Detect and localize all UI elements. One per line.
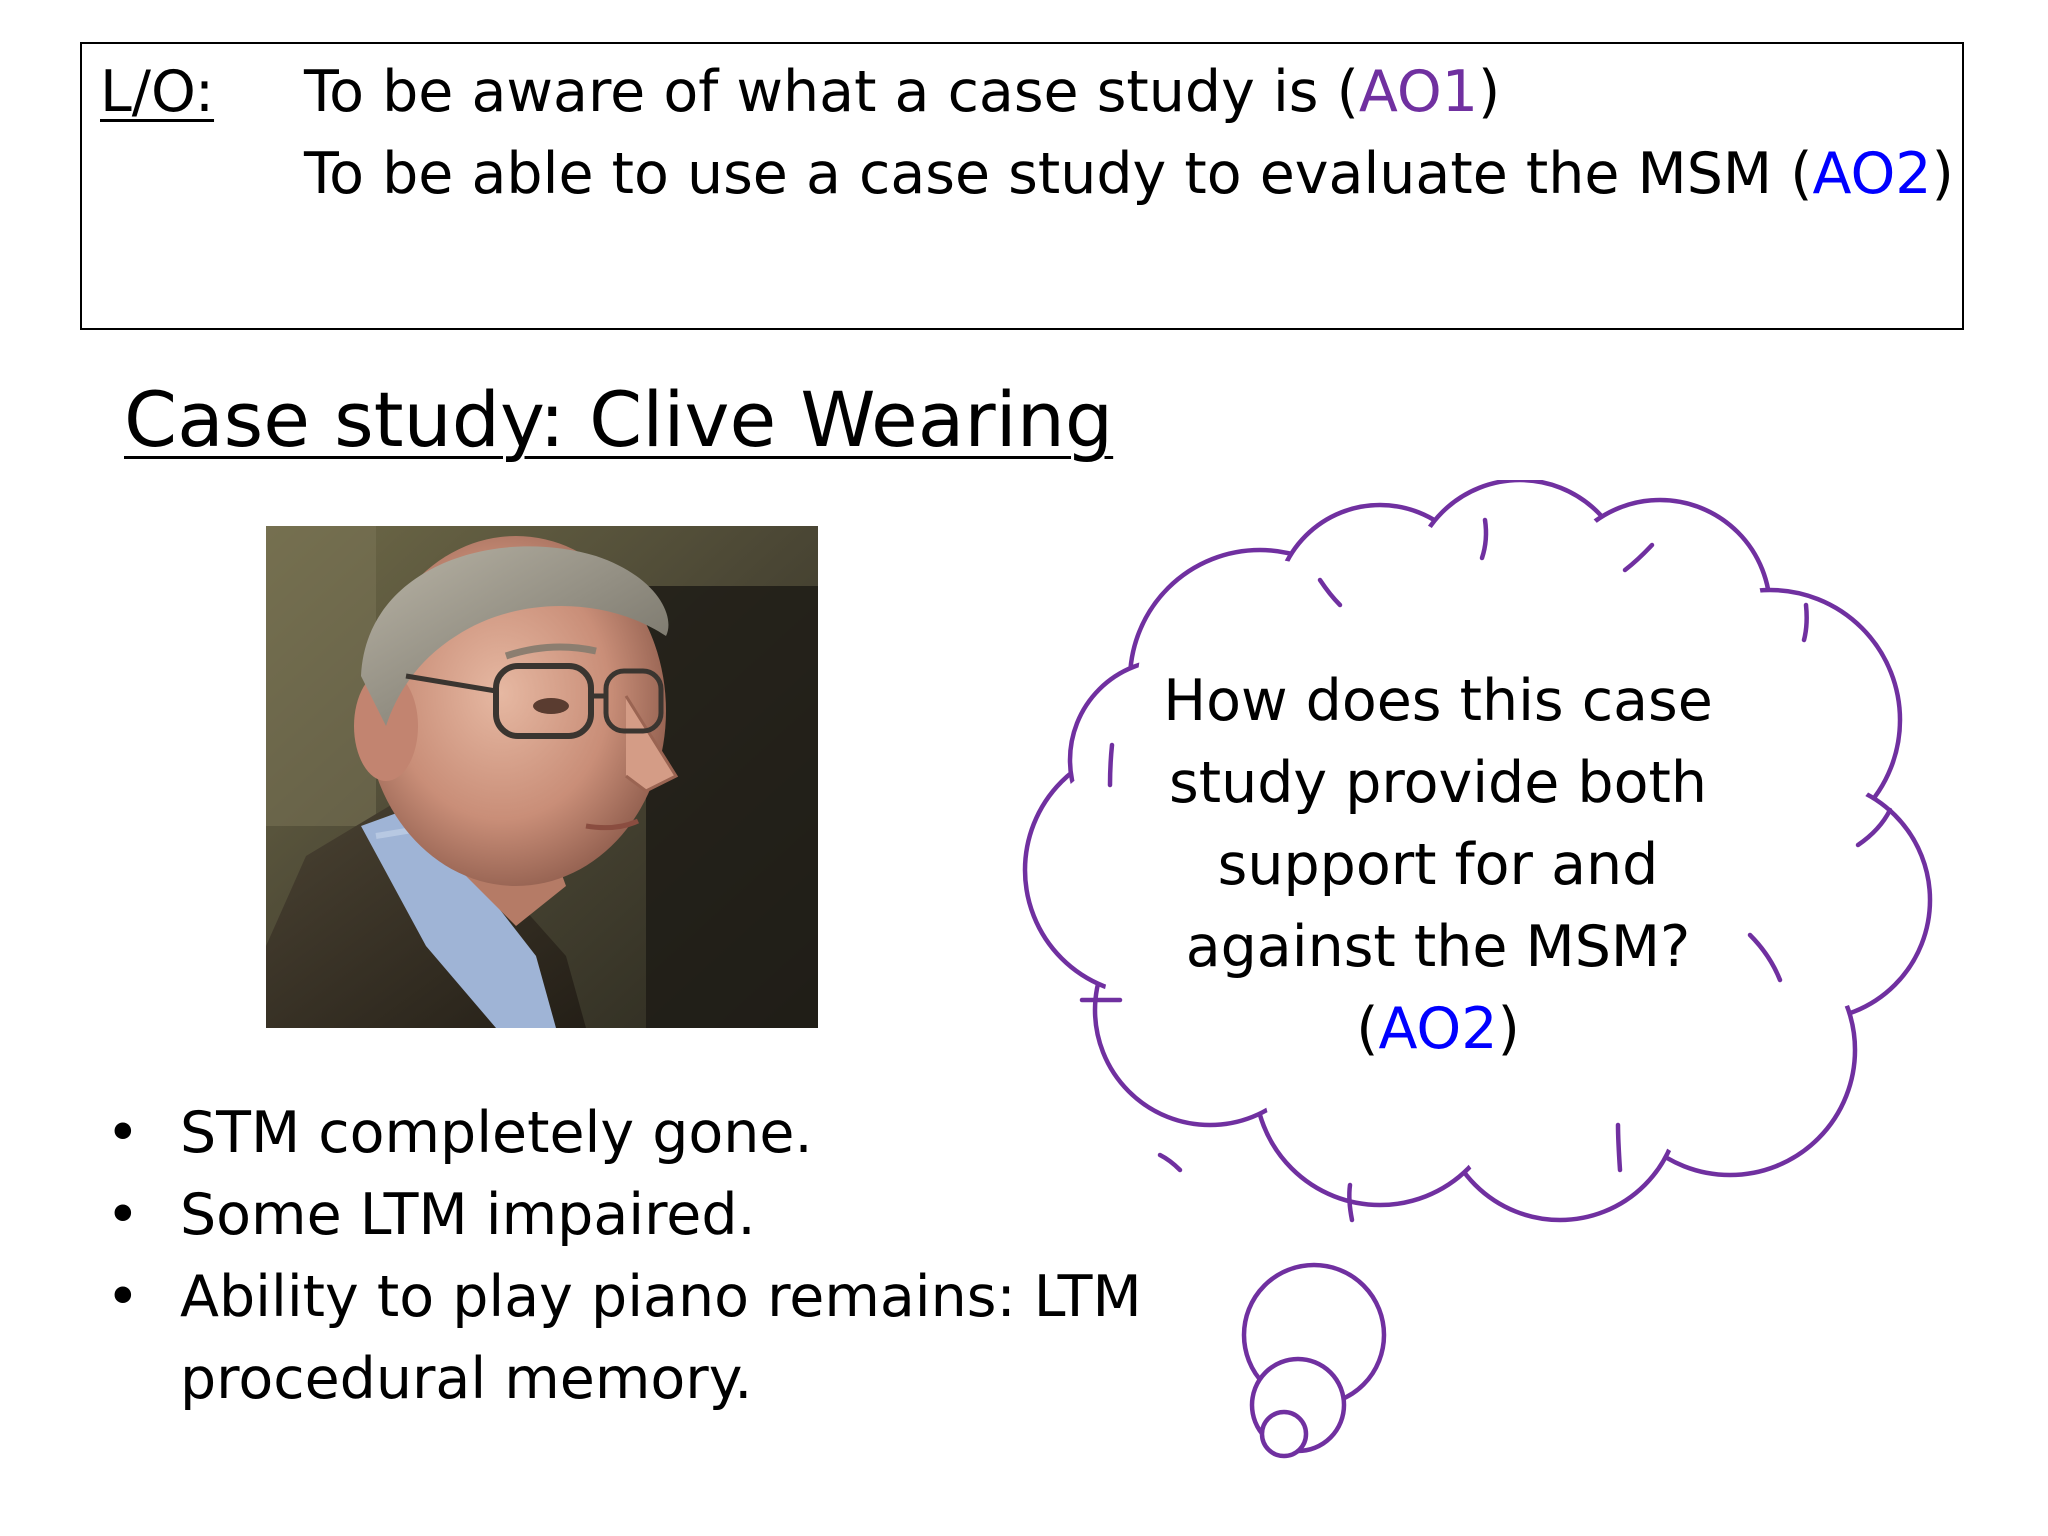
bullet-dot: • [106,1100,140,1166]
bubble-tag-open: ( [1356,996,1379,1062]
learning-objective-1: To be aware of what a case study is (AO1… [304,64,1500,121]
bullet-text-1: STM completely gone. [180,1100,813,1166]
ao2-tag: AO2 [1812,141,1932,207]
list-item: • Some LTM impaired. [96,1174,1160,1256]
learning-objective-2: To be able to use a case study to evalua… [304,146,1954,203]
bullet-text-2: Some LTM impaired. [180,1182,756,1248]
lo-2-close: ) [1931,141,1954,207]
case-study-title: Case study: Clive Wearing [124,375,1114,464]
portrait-photo [266,526,818,1028]
lo-label: L/O: [100,59,215,125]
bubble-ao2-tag: AO2 [1378,996,1498,1062]
list-item: • Ability to play piano remains: LTM proc… [96,1256,1160,1420]
bubble-tag-close: ) [1497,996,1520,1062]
lo-1-text: To be aware of what a case study is ( [304,59,1359,125]
bubble-question: How does this case study provide both su… [1163,668,1713,980]
thought-bubble-text: How does this case study provide both su… [1130,660,1746,1070]
lo-2-text: To be able to use a case study to evalua… [304,141,1813,207]
list-item: • STM completely gone. [96,1092,1160,1174]
ao1-tag: AO1 [1358,59,1478,125]
bullet-dot: • [106,1264,140,1330]
learning-objectives-box [80,42,1964,330]
thought-cloud-icon [1022,480,1933,1459]
bullet-text-3: Ability to play piano remains: LTM proce… [180,1264,1142,1412]
bullet-dot: • [106,1182,140,1248]
lo-1-close: ) [1477,59,1501,125]
bullet-list: • STM completely gone. • Some LTM impaired… [96,1092,1160,1420]
